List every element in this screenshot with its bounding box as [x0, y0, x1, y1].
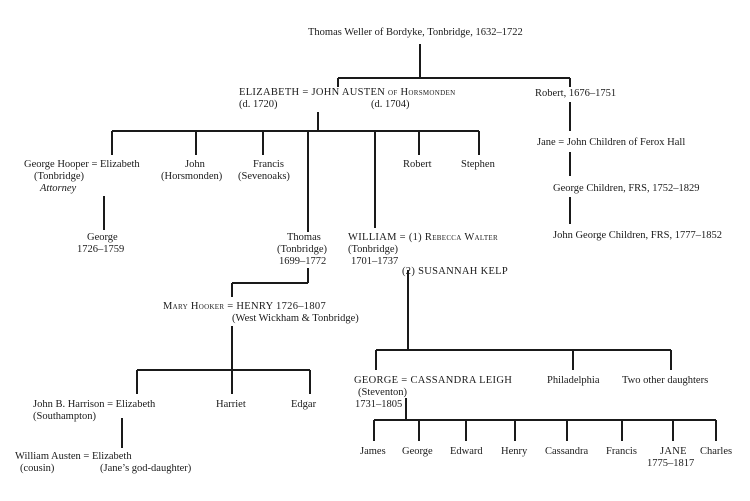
george-hooper-son: George — [87, 232, 118, 243]
child-george: George — [402, 446, 433, 457]
francis: Francis — [253, 159, 284, 170]
harrison-place: (Southampton) — [33, 411, 96, 422]
child-cassandra: Cassandra — [545, 446, 589, 457]
john-george-children: John George Children, FRS, 1777–1852 — [553, 230, 722, 241]
child-edward: Edward — [450, 446, 483, 457]
child-jane: JANE — [660, 446, 687, 457]
two-other-daughters: Two other daughters — [622, 375, 709, 386]
mary-hooker-henry: Mary Hooker = HENRY 1726–1807 — [163, 301, 326, 312]
elizabeth-god-daughter: (Jane’s god-daughter) — [100, 463, 192, 474]
harrison-elizabeth: John B. Harrison = Elizabeth — [33, 399, 156, 410]
elizabeth-john-austen: ELIZABETH = JOHN AUSTEN of Horsmonden — [239, 87, 456, 98]
harriet: Harriet — [216, 399, 246, 410]
thomas: Thomas — [287, 232, 321, 243]
child-charles: Charles — [700, 446, 733, 457]
susannah-kelp: (2) SUSANNAH KELP — [402, 266, 509, 277]
john-austen-death: (d. 1704) — [371, 99, 410, 110]
george-hooper-son-dates: 1726–1759 — [77, 244, 125, 255]
philadelphia: Philadelphia — [547, 375, 600, 386]
george-place: (Steventon) — [358, 387, 407, 398]
william-austen-cousin: (cousin) — [20, 463, 55, 474]
child-james: James — [360, 446, 386, 457]
william-rebecca-walter: WILLIAM = (1) Rebecca Walter — [348, 232, 498, 243]
root-ancestor: Thomas Weller of Bordyke, Tonbridge, 163… — [308, 27, 523, 38]
john-place: (Horsmonden) — [161, 171, 223, 182]
henry-place: (West Wickham & Tonbridge) — [232, 313, 359, 324]
hooper-occupation: Attorney — [40, 183, 77, 194]
thomas-dates: 1699–1772 — [279, 256, 327, 267]
william-dates: 1701–1737 — [351, 256, 399, 267]
thomas-place: (Tonbridge) — [277, 244, 327, 255]
william-place: (Tonbridge) — [348, 244, 398, 255]
elizabeth-death: (d. 1720) — [239, 99, 278, 110]
william-austen-elizabeth: William Austen = Elizabeth — [15, 451, 132, 462]
george-dates: 1731–1805 — [355, 399, 403, 410]
hooper-place: (Tonbridge) — [34, 171, 84, 182]
jane-john-children: Jane = John Children of Ferox Hall — [537, 137, 686, 148]
child-francis: Francis — [606, 446, 637, 457]
stephen: Stephen — [461, 159, 495, 170]
edgar: Edgar — [291, 399, 317, 410]
george-children: George Children, FRS, 1752–1829 — [553, 183, 700, 194]
child-henry: Henry — [501, 446, 528, 457]
george-hooper-elizabeth: George Hooper = Elizabeth — [24, 159, 140, 170]
robert-1676: Robert, 1676–1751 — [535, 88, 617, 99]
george-cassandra-leigh: GEORGE = CASSANDRA LEIGH — [354, 375, 513, 386]
john: John — [185, 159, 205, 170]
child-jane-dates: 1775–1817 — [647, 458, 695, 469]
robert: Robert — [403, 159, 432, 170]
francis-place: (Sevenoaks) — [238, 171, 290, 182]
